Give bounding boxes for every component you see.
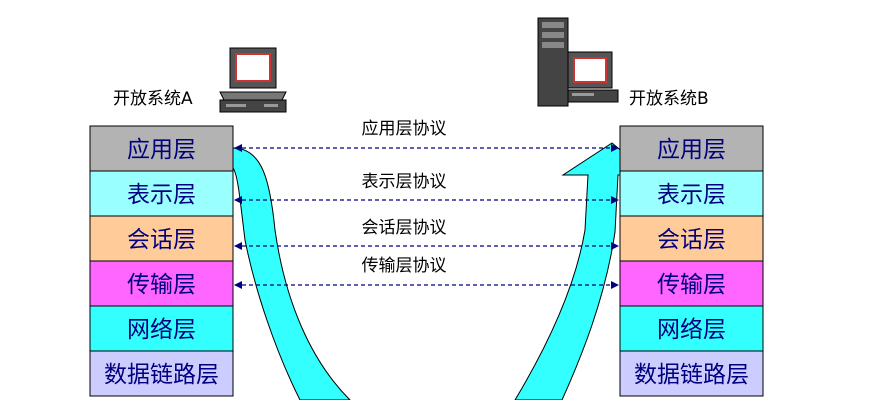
system-b-layer-label: 网络层 (657, 317, 726, 343)
tower-computer-icon (537, 17, 619, 107)
protocol-label: 表示层协议 (362, 172, 447, 192)
system-a-layer-label: 应用层 (127, 137, 196, 163)
downward-flow-arrow (232, 147, 351, 400)
desktop-computer-icon (219, 47, 287, 113)
system-b-layer-label: 数据链路层 (634, 362, 749, 388)
system-a-layer-box (89, 215, 234, 262)
system-b-layer-box (619, 350, 764, 397)
system-a-layer-label: 表示层 (127, 182, 196, 208)
system-a-layer-box (89, 305, 234, 352)
system-b-layer-label: 会话层 (657, 227, 726, 253)
protocol-label: 应用层协议 (362, 119, 447, 139)
system-a-layer-box (89, 260, 234, 307)
protocol-label: 会话层协议 (362, 218, 447, 238)
system-b-layer-label: 应用层 (657, 137, 726, 163)
system-a-label: 开放系统A (113, 89, 193, 109)
system-b-layer-box (619, 215, 764, 262)
system-b-label: 开放系统B (629, 89, 709, 109)
system-a-layer-label: 网络层 (127, 317, 196, 343)
system-b-layer-label: 表示层 (657, 182, 726, 208)
system-a-layer-box (89, 125, 234, 172)
system-a-layer-label: 会话层 (127, 227, 196, 253)
system-b-layer-box (619, 125, 764, 172)
system-a-layer-box (89, 350, 234, 397)
system-b-layer-label: 传输层 (657, 272, 726, 298)
system-b-layer-box (619, 305, 764, 352)
system-a-layer-label: 传输层 (127, 272, 196, 298)
system-a-layer-label: 数据链路层 (104, 362, 219, 388)
system-b-layer-box (619, 170, 764, 217)
protocol-label: 传输层协议 (362, 256, 447, 276)
